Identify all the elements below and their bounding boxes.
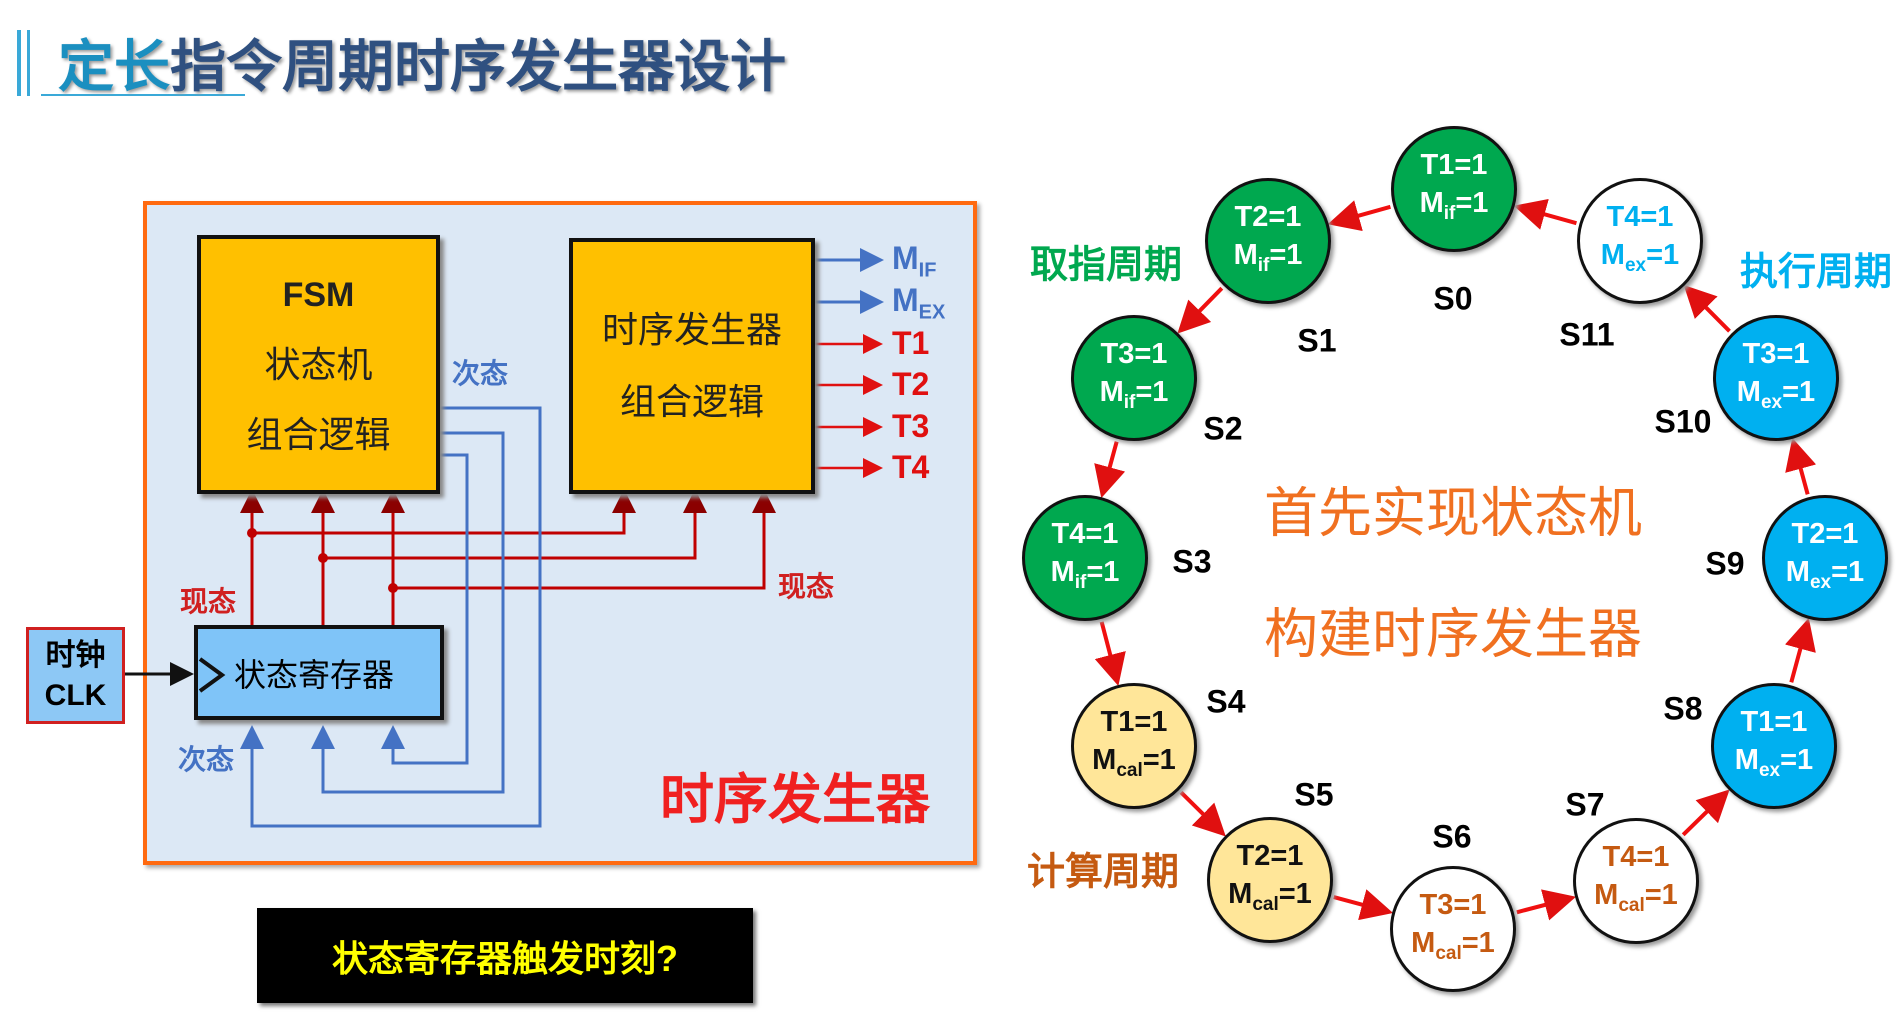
- state-label: S5: [1294, 776, 1334, 813]
- center-note-1: 首先实现状态机: [1264, 483, 1642, 544]
- output-t2: T2: [892, 366, 930, 402]
- state-mode: Mex=1: [1734, 743, 1814, 781]
- phase-fetch-label: 取指周期: [1029, 244, 1183, 287]
- title-underline: [41, 94, 245, 96]
- fsm-block: FSM 状态机 组合逻辑: [197, 235, 440, 494]
- state-mode: Mif=1: [1099, 375, 1169, 413]
- timing-generator-block: 时序发生器 组合逻辑: [569, 238, 815, 494]
- state-label: S8: [1663, 690, 1703, 727]
- state-label: S6: [1432, 818, 1472, 855]
- transition-arrow: [1513, 198, 1577, 230]
- state-label: S11: [1559, 316, 1615, 353]
- transition-arrow: [1177, 286, 1224, 334]
- transition-arrow: [1681, 789, 1730, 837]
- transition-arrow: [1179, 790, 1226, 837]
- state-timing: T3=1: [1742, 337, 1810, 370]
- transition-arrow: [1516, 889, 1577, 921]
- transition-arrow: [1094, 441, 1126, 499]
- state-timing: T4=1: [1051, 517, 1119, 550]
- current-state-wires: [240, 489, 776, 625]
- current-state-label: 现态: [180, 586, 237, 617]
- state-timing: T3=1: [1100, 337, 1168, 370]
- output-mex: MEX: [892, 282, 946, 324]
- state-register-label: 状态寄存器: [234, 656, 395, 693]
- question-box: 状态寄存器触发时刻?: [257, 908, 753, 1003]
- clock-block: 时钟 CLK: [26, 627, 125, 724]
- state-label: S3: [1172, 543, 1212, 580]
- state-timing: T4=1: [1606, 200, 1674, 233]
- state-timing: T1=1: [1100, 705, 1168, 738]
- state-register-block: 状态寄存器: [194, 625, 444, 720]
- state-timing: T2=1: [1234, 200, 1302, 233]
- output-t4: T4: [892, 449, 930, 485]
- state-mode: Mex=1: [1600, 238, 1680, 276]
- state-mode: Mcal=1: [1411, 926, 1495, 964]
- state-mode: Mif=1: [1419, 186, 1489, 224]
- output-t1: T1: [892, 325, 930, 361]
- state-timing: T3=1: [1419, 888, 1487, 921]
- next-state-wires: [240, 248, 884, 828]
- state-mode: Mex=1: [1736, 375, 1816, 413]
- output-t3: T3: [892, 408, 930, 444]
- clock-input-triangle-icon: [198, 657, 226, 693]
- transition-arrow: [1327, 200, 1391, 232]
- output-mif: MIF: [892, 240, 937, 282]
- state-mode: Mif=1: [1233, 238, 1303, 276]
- state-label: S9: [1705, 545, 1745, 582]
- state-timing: T4=1: [1602, 840, 1670, 873]
- title-decoration: [17, 30, 21, 96]
- next-state-label: 次态: [178, 744, 235, 775]
- state-mode: Mex=1: [1785, 555, 1865, 593]
- fsm-label-comb-logic: 组合逻辑: [246, 413, 391, 455]
- clock-label: 时钟: [45, 638, 106, 672]
- phase-execute-label: 执行周期: [1739, 251, 1893, 294]
- state-label: S2: [1203, 410, 1243, 447]
- center-note-2: 构建时序发生器: [1264, 604, 1642, 665]
- clock-label-clk: CLK: [44, 678, 107, 712]
- next-state-label: 次态: [452, 358, 509, 389]
- state-mode: Mif=1: [1050, 555, 1120, 593]
- transition-arrow: [1784, 617, 1816, 683]
- transition-arrow: [1333, 889, 1394, 921]
- panel-caption: 时序发生器: [660, 770, 930, 830]
- title-decoration: [27, 30, 30, 96]
- transition-arrow: [1094, 621, 1126, 687]
- state-timing: T1=1: [1420, 148, 1488, 181]
- fsm-label: FSM: [282, 275, 355, 314]
- transition-arrow: [1683, 285, 1731, 333]
- state-label: S0: [1433, 280, 1473, 317]
- state-label: S4: [1206, 683, 1246, 720]
- fsm-label-state-machine: 状态机: [264, 343, 373, 385]
- state-label: S10: [1654, 403, 1712, 440]
- state-label: S7: [1565, 786, 1605, 823]
- current-state-label: 现态: [778, 571, 835, 602]
- phase-compute-label: 计算周期: [1026, 851, 1180, 894]
- state-mode: Mcal=1: [1228, 877, 1312, 915]
- state-mode: Mcal=1: [1594, 878, 1678, 916]
- title-rest: 指令周期时序发生器设计: [170, 35, 786, 98]
- page-title: 定长指令周期时序发生器设计: [58, 22, 786, 103]
- timing-label: 时序发生器: [601, 309, 782, 350]
- state-timing: T1=1: [1740, 705, 1808, 738]
- state-timing: T2=1: [1791, 517, 1859, 550]
- timing-label-comb-logic: 组合逻辑: [619, 381, 764, 422]
- state-label: S1: [1297, 322, 1337, 359]
- state-mode: Mcal=1: [1092, 743, 1176, 781]
- state-timing: T2=1: [1236, 839, 1304, 872]
- title-highlight: 定长: [58, 35, 170, 98]
- transition-arrow: [1785, 437, 1817, 495]
- timing-output-wires: [811, 334, 883, 478]
